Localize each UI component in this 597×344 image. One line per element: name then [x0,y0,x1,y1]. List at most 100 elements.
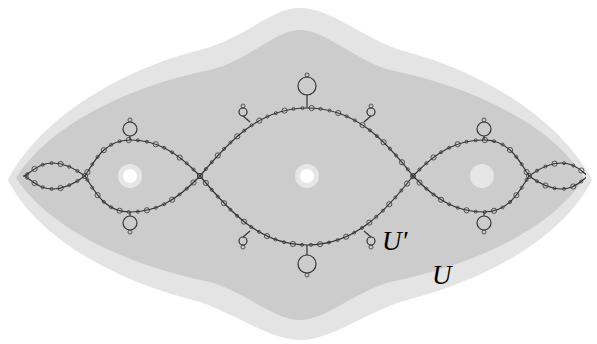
region-label: U′ [382,228,407,255]
julia-decoration [264,233,269,238]
julia-decoration [102,200,105,203]
julia-decoration [305,273,309,277]
julia-decoration [543,183,548,188]
julia-bulb [367,108,375,116]
julia-bulb [123,122,137,136]
julia-decoration [520,163,523,166]
julia-decoration [491,208,496,213]
julia-decoration [282,108,287,113]
julia-decoration [292,107,295,110]
julia-stem [306,245,307,255]
julia-decoration [257,230,260,233]
julia-decoration [395,154,398,157]
julia-decoration [274,238,277,241]
julia-decoration [229,208,232,211]
julia-decoration [110,206,113,209]
julia-decoration [117,208,122,213]
julia-decoration [41,186,44,189]
julia-decoration [204,168,207,171]
julia-decoration [163,203,166,206]
julia-decoration [431,155,436,160]
julia-decoration [440,151,443,154]
julia-decoration [203,180,208,185]
julia-decoration [229,141,232,144]
julia-decoration [319,107,322,110]
julia-decoration [563,162,566,165]
julia-decoration [375,215,378,218]
julia-decoration [91,163,94,166]
julia-decoration [95,193,100,198]
julia-stem [364,116,371,122]
julia-decoration [215,153,220,158]
julia-decoration [418,168,421,171]
julia-decoration [283,241,286,244]
julia-decoration [360,226,363,229]
julia-bulb [298,77,316,95]
julia-bulb [239,108,247,116]
julia-decoration [425,162,428,165]
julia-decoration [235,134,240,139]
julia-decoration [250,124,253,127]
julia-decoration [101,148,106,153]
julia-decoration [571,184,576,189]
julia-decoration [482,137,487,142]
julia-decoration [58,185,63,190]
julia-decoration [32,180,37,185]
julia-stem [129,212,130,216]
julia-decoration [41,163,44,166]
julia-decoration [455,142,460,147]
julia-decoration [535,180,538,183]
julia-decoration [369,104,373,108]
julia-decoration [86,178,89,181]
julia-decoration [482,230,486,234]
julia-decoration [26,176,29,179]
julia-decoration [128,230,132,234]
julia-bulb [477,216,491,230]
julia-decoration [388,147,391,150]
julia-decoration [369,245,373,249]
julia-stem [483,212,484,216]
hole-ring [295,164,319,188]
julia-curve [23,163,85,189]
julia-bulb [123,216,137,230]
julia-bulb [367,237,375,245]
julia-decoration [305,73,309,77]
hole-ring [118,164,142,188]
julia-decoration [163,146,166,149]
julia-decoration [243,129,246,132]
julia-decoration [535,169,538,172]
julia-set [23,73,586,277]
julia-decoration [448,203,451,206]
julia-decoration [26,173,29,176]
julia-decoration [501,143,504,146]
inner-region: U′ [14,24,586,324]
julia-decoration [91,186,94,189]
julia-decoration [515,155,518,158]
julia-decoration [250,225,253,228]
julia-decoration [525,178,528,181]
hole-ring [470,164,494,188]
julia-curve [200,108,413,245]
julia-decoration [301,107,304,110]
julia-decoration [474,210,477,213]
julia-decoration [223,147,226,150]
julia-decoration [50,187,53,190]
julia-decoration [553,187,556,190]
julia-decoration [145,140,148,143]
inner-region-fill [16,30,584,320]
julia-decoration [425,187,428,190]
julia-decoration [375,135,378,138]
julia-decoration [110,143,113,146]
julia-decoration [328,109,331,112]
region-label: U [432,262,452,289]
julia-decoration [448,146,451,149]
julia-decoration [68,184,71,187]
julia-decoration [290,241,295,246]
julia-decoration [410,173,415,178]
julia-decoration [417,180,422,185]
julia-stem [483,136,484,140]
julia-decoration [32,166,37,171]
julia-decoration [353,119,356,122]
julia-decoration [128,118,132,122]
